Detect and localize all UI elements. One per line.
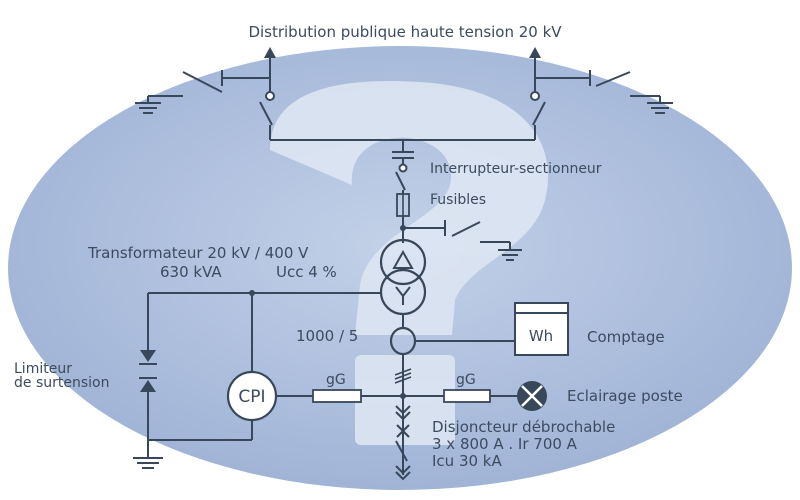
surge-arrester [133, 350, 253, 469]
fuse-left-label: gG [326, 372, 346, 388]
metering-label: Comptage [587, 328, 665, 346]
incoming-feeders [135, 47, 673, 152]
transformer-symbol [379, 238, 427, 328]
switch-disconnector [392, 151, 414, 194]
fuse-right-label: gG [456, 372, 476, 388]
lamp-icon [517, 381, 547, 411]
ct-ratio-label: 1000 / 5 [296, 327, 358, 345]
fuses-label: Fusibles [430, 192, 486, 208]
hv-fuse [396, 193, 522, 261]
cpi-label: CPI [238, 387, 265, 407]
breaker-label: Disjoncteur débrochable [432, 418, 615, 436]
question-mark-icon [270, 81, 549, 445]
transformer-ucc-label: Ucc 4 % [276, 263, 337, 281]
breaker-rating-label: 3 x 800 A . Ir 700 A [432, 435, 578, 453]
withdrawable-breaker [395, 405, 411, 481]
surge-limiter-label: Limiteur [14, 361, 72, 377]
diagram-title: Distribution publique haute tension 20 k… [248, 23, 562, 41]
insulation-monitor: CPI [226, 370, 278, 422]
breaker-icu-label: Icu 30 kA [432, 452, 502, 470]
station-lighting-label: Eclairage poste [567, 387, 683, 405]
aux-bus [276, 389, 517, 403]
meter-wh-label: Wh [529, 327, 553, 345]
surge-limiter-label-2: de surtension [14, 375, 109, 391]
switch-label: Interrupteur-sectionneur [430, 161, 602, 177]
transformer-label: Transformateur 20 kV / 400 V [87, 244, 309, 262]
transformer-power-label: 630 kVA [160, 263, 222, 281]
energy-meter: Wh [514, 302, 569, 356]
lv-wiring [147, 290, 380, 372]
